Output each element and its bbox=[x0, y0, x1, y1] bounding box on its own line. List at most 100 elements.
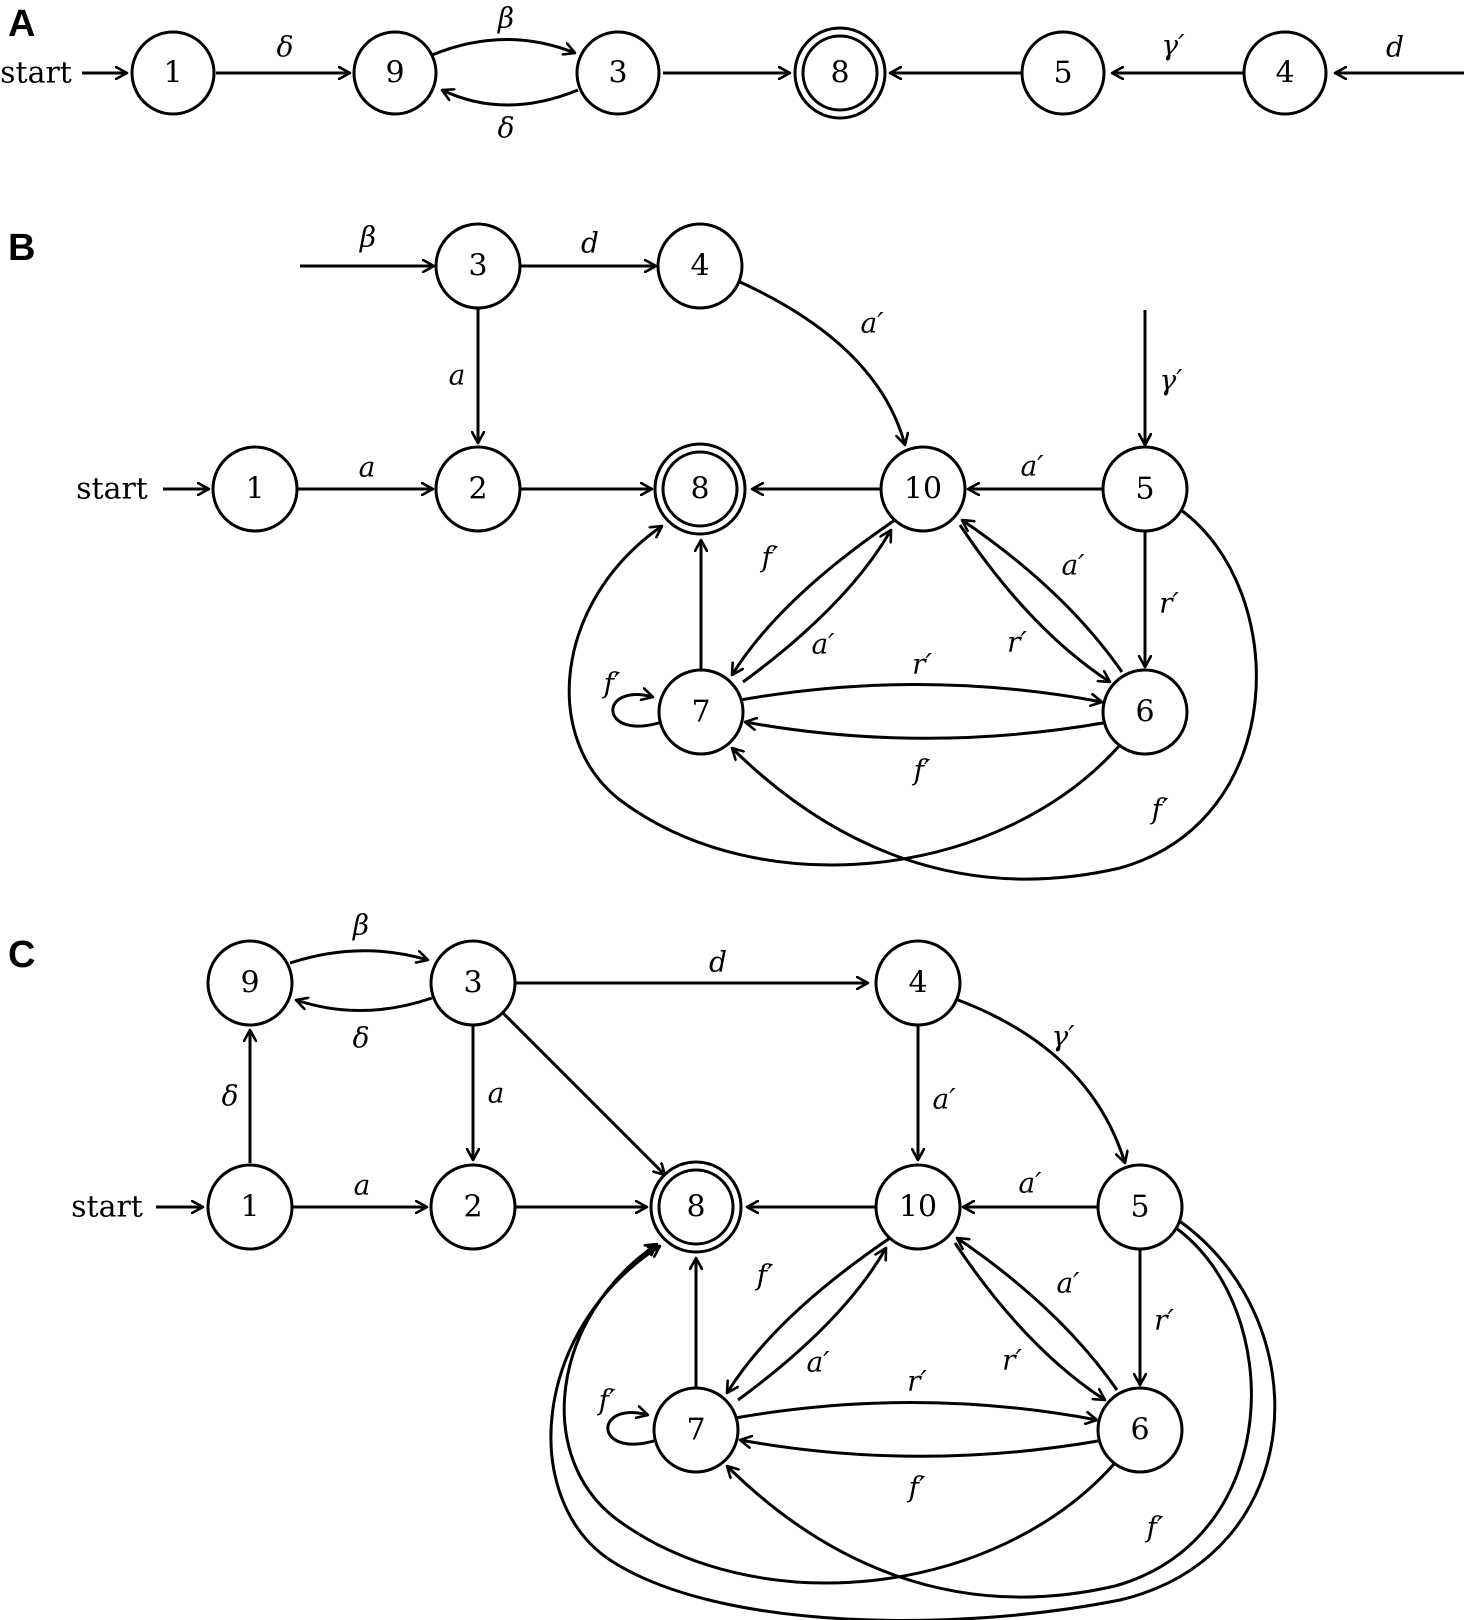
edge-label: d bbox=[709, 946, 727, 979]
state-node: 3 bbox=[575, 30, 661, 116]
edge-label: a′ bbox=[811, 628, 835, 661]
edge-label: r′ bbox=[1002, 1344, 1022, 1377]
edge-label: β bbox=[352, 909, 369, 942]
svg-text:10: 10 bbox=[899, 1190, 937, 1225]
edge-label: δ bbox=[498, 112, 515, 145]
svg-text:7: 7 bbox=[686, 1413, 705, 1448]
edge-3-to-9 bbox=[442, 90, 579, 107]
state-node: 3 bbox=[429, 939, 517, 1027]
state-node: 10 bbox=[879, 445, 967, 533]
edge-label: r′ bbox=[1154, 1304, 1174, 1337]
panel-a: A 1 9 3 8 5 4 start δ β δ γ′ d bbox=[0, 2, 1464, 145]
state-node: 5 bbox=[1101, 445, 1189, 533]
state-node: 7 bbox=[657, 668, 745, 756]
edge-label: f′ bbox=[597, 1384, 616, 1417]
edge-10-to-6 bbox=[953, 1242, 1105, 1400]
edge-10-to-7 bbox=[732, 518, 896, 675]
edge-label: a bbox=[449, 359, 466, 392]
svg-text:2: 2 bbox=[468, 472, 487, 507]
edge-5-to-7 bbox=[727, 1226, 1253, 1599]
state-node: 5 bbox=[1096, 1163, 1184, 1251]
edge-label: a′ bbox=[1056, 1267, 1080, 1300]
state-node: 1 bbox=[206, 1163, 294, 1251]
svg-text:1: 1 bbox=[163, 56, 182, 91]
svg-text:3: 3 bbox=[468, 249, 487, 284]
edge-7-to-6 bbox=[739, 683, 1102, 702]
state-node: 2 bbox=[434, 445, 522, 533]
edge-label: δ bbox=[222, 1080, 239, 1113]
edge-3-to-9 bbox=[296, 998, 433, 1012]
svg-text:10: 10 bbox=[904, 472, 942, 507]
edge-10-to-7 bbox=[727, 1236, 891, 1393]
edge-label: f′ bbox=[602, 667, 621, 700]
edge-label: a′ bbox=[932, 1083, 956, 1116]
panel-b: B 3 4 1 2 8 10 5 7 6 β d a bbox=[8, 221, 1258, 881]
state-node: 5 bbox=[1020, 30, 1106, 116]
edge-5-to-8 bbox=[549, 1218, 1277, 1620]
edge-3-to-8 bbox=[501, 1011, 665, 1175]
edge-6-to-7 bbox=[740, 1440, 1099, 1458]
panel-c: C 9 3 4 1 2 8 10 5 7 6 bbox=[8, 909, 1277, 1620]
svg-text:5: 5 bbox=[1135, 472, 1154, 507]
accepting-state-node: 8 bbox=[653, 442, 747, 536]
accepting-state-node: 8 bbox=[793, 26, 887, 120]
state-node: 9 bbox=[206, 939, 294, 1027]
edge-label: f′ bbox=[907, 1471, 926, 1504]
svg-text:2: 2 bbox=[463, 1190, 482, 1225]
start-label: start bbox=[0, 56, 72, 91]
edge-label: f′ bbox=[760, 541, 779, 574]
edge-6-to-8 bbox=[562, 1244, 1117, 1585]
state-node: 2 bbox=[429, 1163, 517, 1251]
svg-text:1: 1 bbox=[245, 472, 264, 507]
panel-label: B bbox=[8, 227, 35, 269]
edge-label: d bbox=[1386, 31, 1404, 64]
edge-label: δ bbox=[277, 31, 294, 64]
edge-label: a bbox=[354, 1169, 371, 1202]
state-node: 7 bbox=[652, 1386, 740, 1474]
edge-10-to-6 bbox=[958, 524, 1110, 682]
edge-label: a′ bbox=[1018, 1167, 1042, 1200]
state-node: 1 bbox=[130, 30, 216, 116]
state-node: 4 bbox=[1242, 30, 1328, 116]
accepting-state-node: 8 bbox=[649, 1160, 743, 1254]
edge-label: β bbox=[497, 2, 514, 35]
state-node: 9 bbox=[352, 30, 438, 116]
edge-label: f′ bbox=[912, 754, 931, 787]
edge-label: d bbox=[581, 227, 599, 260]
panel-label: A bbox=[8, 3, 35, 45]
start-label: start bbox=[71, 1190, 143, 1225]
edge-6-to-10 bbox=[962, 520, 1124, 673]
state-node: 6 bbox=[1101, 668, 1189, 756]
edge-label: a bbox=[359, 451, 376, 484]
state-node: 4 bbox=[874, 939, 962, 1027]
svg-text:4: 4 bbox=[690, 249, 709, 284]
svg-text:3: 3 bbox=[463, 966, 482, 1001]
edge-label: a bbox=[488, 1077, 505, 1110]
edge-label: r′ bbox=[912, 648, 932, 681]
svg-text:4: 4 bbox=[908, 966, 927, 1001]
state-node: 6 bbox=[1096, 1386, 1184, 1474]
self-loop-7 bbox=[606, 1413, 658, 1446]
panel-label: C bbox=[8, 934, 35, 976]
svg-text:8: 8 bbox=[690, 472, 709, 507]
edge-label: a′ bbox=[860, 307, 884, 340]
edge-label: γ′ bbox=[1051, 1020, 1075, 1053]
edge-label: f′ bbox=[1150, 793, 1169, 826]
edge-label: a′ bbox=[1061, 549, 1085, 582]
svg-text:6: 6 bbox=[1130, 1413, 1149, 1448]
svg-text:9: 9 bbox=[385, 56, 404, 91]
edge-6-to-7 bbox=[745, 722, 1104, 740]
edge-5-to-7 bbox=[732, 508, 1258, 881]
svg-text:6: 6 bbox=[1135, 695, 1154, 730]
svg-text:4: 4 bbox=[1275, 56, 1294, 91]
svg-text:5: 5 bbox=[1130, 1190, 1149, 1225]
state-node: 1 bbox=[211, 445, 299, 533]
svg-text:7: 7 bbox=[691, 695, 710, 730]
edge-label: δ bbox=[353, 1022, 370, 1055]
edge-label: a′ bbox=[1020, 450, 1044, 483]
edge-label: f′ bbox=[1145, 1511, 1164, 1544]
edge-7-to-10 bbox=[737, 1248, 888, 1402]
edge-label: a′ bbox=[806, 1346, 830, 1379]
edge-label: γ′ bbox=[1159, 364, 1183, 397]
